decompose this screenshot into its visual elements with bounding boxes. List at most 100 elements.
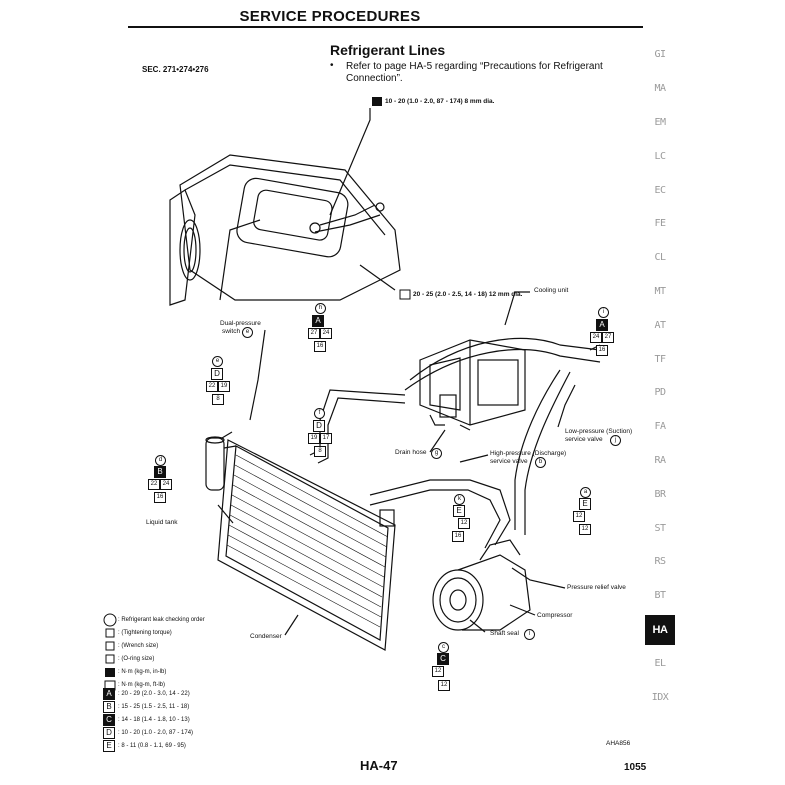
legend-code-e: E — [103, 740, 115, 752]
torque-spec-12mm: 20 - 25 (2.0 - 2.5, 14 - 18) 12 mm dia. — [413, 291, 523, 298]
tab-mt[interactable]: MT — [654, 285, 666, 297]
label-compressor: Compressor — [537, 612, 573, 619]
tab-ma[interactable]: MA — [654, 83, 666, 95]
legend-row: : N·m (kg-m, ft-lb) — [118, 682, 165, 688]
label-drain-hose: Drain hose — [395, 449, 427, 456]
bullet: • — [330, 60, 334, 71]
legend-code-c: C — [103, 714, 115, 726]
marker-box: f — [314, 408, 325, 419]
legend-row: : (O-ring size) — [118, 656, 155, 662]
marker-box: 12 — [573, 511, 585, 522]
marker-box: E — [453, 505, 465, 517]
marker-switch-ref: e — [242, 327, 253, 338]
label-cooling-unit: Cooling unit — [534, 287, 569, 294]
marker-box: 16 — [314, 341, 326, 352]
label-high-pressure-valve: service valve — [490, 458, 528, 465]
legend-row: : 8 - 11 (0.8 - 1.1, 69 - 95) — [118, 743, 186, 749]
legend-row: : (Tightening torque) — [118, 630, 172, 636]
marker-box: 8 — [314, 446, 326, 457]
tab-fa[interactable]: FA — [654, 421, 666, 433]
tab-lc[interactable]: LC — [654, 150, 666, 162]
marker-drain-ref: g — [431, 448, 442, 459]
marker-box: 24 — [590, 332, 602, 343]
section-title: Refrigerant Lines — [330, 42, 446, 58]
section-tabs: GI MA EM LC EC FE CL MT AT TF PD FA RA BR ST RS BT HA EL ID… — [645, 38, 675, 714]
tab-st[interactable]: ST — [654, 522, 666, 534]
legend-row: : 15 - 25 (1.5 - 2.5, 11 - 18) — [118, 704, 190, 710]
liquid-tank-outline — [205, 437, 225, 491]
label-high-pressure: High-pressure (Discharge) — [490, 450, 567, 457]
marker-box: B — [154, 466, 166, 478]
tab-cl[interactable]: CL — [654, 252, 666, 264]
figure-code: AHA856 — [606, 740, 631, 747]
tab-gi[interactable]: GI — [654, 49, 666, 61]
marker-box: 16 — [452, 531, 464, 542]
marker-box: h — [315, 303, 326, 314]
tab-idx[interactable]: IDX — [651, 691, 669, 703]
heater-unit-outline — [179, 154, 401, 301]
marker-box: A — [312, 315, 324, 327]
marker-low-ref: j — [610, 435, 621, 446]
header-rule — [128, 26, 643, 28]
marker-box: 19 — [308, 433, 320, 444]
tab-bt[interactable]: BT — [654, 590, 666, 602]
marker-box: 8 — [212, 394, 224, 405]
tab-em[interactable]: EM — [654, 116, 666, 128]
section-code: SEC. 271•274•276 — [142, 65, 209, 74]
legend-row: : Refrigerant leak checking order — [118, 617, 205, 623]
tab-br[interactable]: BR — [654, 488, 666, 500]
marker-box: 12 — [579, 524, 591, 535]
marker-box: 24 — [160, 479, 172, 490]
marker-box: 22 — [148, 479, 160, 490]
precaution-note: Refer to page HA-5 regarding “Precaution… — [346, 61, 603, 84]
legend-row: : 14 - 18 (1.4 - 1.8, 10 - 13) — [118, 717, 190, 723]
marker-box: A — [596, 319, 608, 331]
legend-row: : (Wrench size) — [118, 643, 159, 649]
label-low-pressure-valve: service valve — [565, 436, 603, 443]
label-dual-pressure: Dual-pressure — [220, 320, 261, 327]
marker-box: d — [155, 455, 166, 466]
page-label: HA-47 — [360, 758, 398, 773]
marker-shaft-ref: l — [524, 629, 535, 640]
marker-box: 22 — [206, 381, 218, 392]
tab-tf[interactable]: TF — [654, 353, 666, 365]
marker-box: a — [580, 487, 591, 498]
tab-at[interactable]: AT — [654, 319, 666, 331]
marker-box: k — [454, 494, 465, 505]
label-liquid-tank: Liquid tank — [146, 519, 178, 526]
label-condenser: Condenser — [250, 633, 282, 640]
torque-spec-8mm: 10 - 20 (1.0 - 2.0, 87 - 174) 8 mm dia. — [385, 98, 495, 105]
marker-box: D — [211, 368, 223, 380]
cooling-unit-outline — [419, 339, 526, 426]
marker-box: 24 — [320, 328, 332, 339]
marker-box: C — [437, 653, 449, 665]
label-shaft-seal: Shaft seal — [490, 630, 519, 637]
label-pressure-relief: Pressure relief valve — [567, 584, 626, 591]
marker-high-ref: b — [535, 457, 546, 468]
legend-symbols — [103, 613, 117, 691]
tab-ec[interactable]: EC — [654, 184, 666, 196]
marker-box: 19 — [218, 381, 230, 392]
marker-box: c — [438, 642, 449, 653]
tab-fe[interactable]: FE — [654, 218, 666, 230]
marker-box: 12 — [438, 680, 450, 691]
label-dual-pressure-switch: switch — [222, 328, 241, 335]
tab-ra[interactable]: RA — [654, 454, 666, 466]
legend-row: : N·m (kg-m, in-lb) — [118, 669, 167, 675]
tab-el[interactable]: EL — [654, 657, 666, 669]
marker-box: 16 — [154, 492, 166, 503]
marker-box: E — [579, 498, 591, 510]
tab-rs[interactable]: RS — [654, 556, 666, 568]
marker-box: 12 — [432, 666, 444, 677]
marker-box: 12 — [458, 518, 470, 529]
tab-pd[interactable]: PD — [654, 387, 666, 399]
condenser-outline — [217, 439, 396, 651]
marker-box: 27 — [308, 328, 320, 339]
marker-box: 27 — [602, 332, 614, 343]
page-header-title: SERVICE PROCEDURES — [239, 8, 421, 25]
marker-box: e — [212, 356, 223, 367]
legend-code-b: B — [103, 701, 115, 713]
tab-ha[interactable]: HA — [645, 614, 675, 645]
marker-box: 16 — [596, 345, 608, 356]
